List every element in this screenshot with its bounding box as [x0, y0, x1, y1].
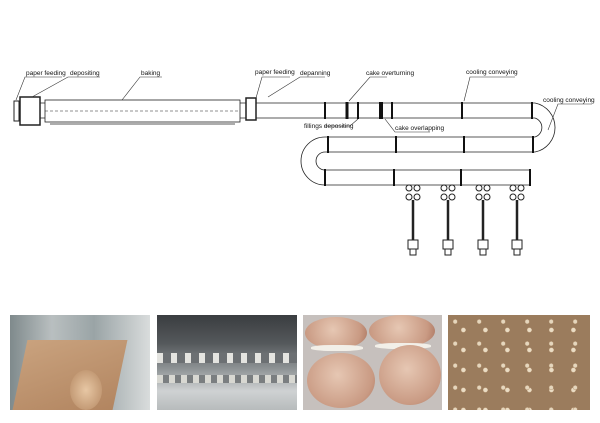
sandwich-cakes-photo: [303, 315, 442, 410]
label-paper-feeding-2: paper feeding: [255, 69, 295, 76]
label-paper-feeding-1: paper feeding: [26, 70, 66, 77]
cakes-pile-photo: [448, 315, 590, 410]
label-cooling-conveying-2: cooling conveying: [543, 97, 595, 104]
depositor: [19, 96, 41, 126]
packing-station-2: [440, 184, 456, 256]
paper-feeder: [245, 97, 257, 121]
label-depositing: depositing: [70, 70, 100, 77]
label-cake-overturning: cake overturning: [366, 70, 414, 77]
packing-station-4: [509, 184, 525, 256]
depositing-machine-photo: [157, 315, 297, 410]
packing-station-1: [405, 184, 421, 256]
label-fillings-depositing: fillings depositing: [304, 123, 354, 130]
packing-station-3: [475, 184, 491, 256]
label-cake-overlapping: cake overlapping: [395, 125, 445, 132]
production-line-diagram: paper feeding depositing baking paper fe…: [13, 69, 595, 256]
paper-feeding-photo: [10, 315, 150, 410]
label-baking: baking: [141, 70, 161, 77]
label-cooling-conveying-1: cooling conveying: [466, 69, 518, 76]
label-depanning: depanning: [300, 70, 331, 77]
